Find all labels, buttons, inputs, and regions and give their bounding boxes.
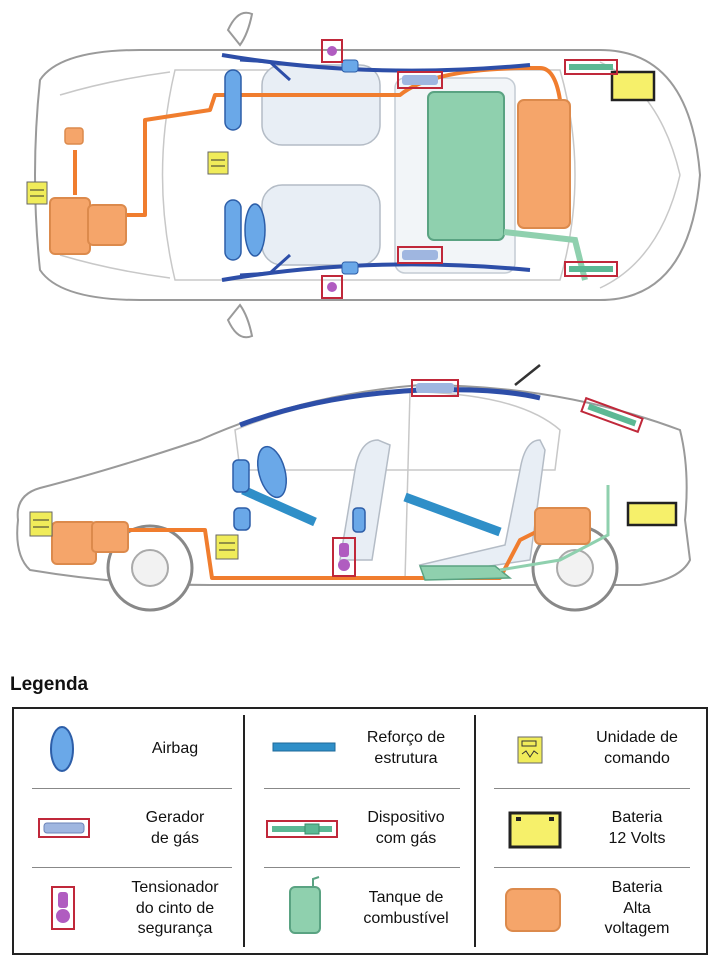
side-view-airbag-knee: [233, 507, 251, 531]
top-view-hv-battery-front-a: [49, 197, 91, 255]
top-view-gas-device-lower: [564, 261, 618, 277]
top-view-seatbelt-tensioner-right: [321, 275, 343, 299]
side-view-control-unit-center: [215, 534, 239, 560]
control-unit-icon: [517, 736, 543, 764]
side-view-rear-seat: [418, 439, 546, 576]
side-view-front-seat: [339, 439, 391, 561]
legend-label-gas-generator: Gerador de gás: [145, 809, 205, 847]
side-view-gas-device: [580, 396, 644, 434]
top-view-front-airbag: [244, 203, 266, 257]
side-view-airbag-seat: [352, 507, 366, 533]
top-view-pillar-left: [239, 58, 292, 82]
top-view-seatbelt-tensioner-left: [321, 39, 343, 63]
top-view-cabin-outline: [161, 69, 576, 281]
legend-label-gas-device: Dispositivo com gás: [367, 809, 445, 847]
legend-row-divider: [32, 788, 232, 789]
side-view-fuel-line: [499, 485, 610, 572]
legend-row-divider: [494, 867, 690, 868]
legend-label-control-unit: Unidade de comando: [596, 729, 678, 767]
legend-label-battery-high-voltage: Bateria Alta voltagem: [604, 878, 670, 938]
side-view-high-voltage-cable: [95, 528, 541, 580]
side-view-door-line: [404, 391, 411, 581]
gas-generator-icon: [38, 818, 90, 838]
top-view-curtain-anchor-left: [341, 59, 359, 73]
top-view-rear-line-a: [599, 61, 681, 176]
battery-high-voltage-icon: [505, 888, 561, 932]
side-view-car: [16, 364, 692, 612]
seatbelt-tensioner-icon: [51, 886, 75, 930]
front-seat-right: [261, 184, 381, 266]
legend-item-gas-device: Dispositivo com gás: [245, 789, 475, 869]
top-view-hood-line-b: [59, 254, 171, 279]
battery-12v-icon: [508, 811, 562, 849]
fuel-tank-icon: [289, 876, 321, 934]
side-view-airbag-dash: [232, 459, 250, 493]
side-view-airbag-steering: [257, 445, 287, 499]
airbag-icon: [50, 726, 74, 772]
side-view-control-unit-front: [29, 511, 53, 537]
side-view-reinforcement-rear: [403, 492, 502, 537]
top-view-gas-device-upper: [564, 59, 618, 75]
top-view-rear-line-b: [599, 174, 681, 289]
gas-device-icon: [266, 820, 338, 838]
top-view-side-airbag-right: [224, 199, 242, 261]
legend-row-divider: [32, 867, 232, 868]
legend-label-airbag: Airbag: [151, 739, 199, 757]
top-view-pillar-right: [239, 253, 292, 277]
side-view-fuel-tank: [418, 565, 513, 581]
top-view-side-airbag-left: [224, 69, 242, 131]
side-view-wheel-rear-hub: [556, 549, 594, 587]
legend-column-divider-1: [243, 715, 245, 947]
legend-item-airbag: Airbag: [14, 709, 244, 789]
legend-label-battery-12v: Bateria 12 Volts: [608, 809, 666, 847]
top-view-mirror-right: [226, 303, 254, 339]
legend-label-seatbelt-tensioner: Tensionador do cinto de segurança: [131, 878, 219, 938]
legend-item-battery-12v: Bateria 12 Volts: [476, 789, 706, 869]
top-view-control-unit-center: [207, 151, 229, 175]
front-seat-left: [261, 64, 381, 146]
top-view-hv-battery-front-b: [87, 204, 127, 246]
top-view-hood-line-a: [59, 71, 171, 96]
top-view-gas-generator-right: [397, 246, 443, 264]
legend-column-divider-2: [474, 715, 476, 947]
side-view-seatbelt-tensioner: [332, 537, 356, 577]
side-view-antenna: [514, 364, 541, 386]
side-view-hv-battery-front-b: [91, 521, 129, 553]
legend-title: Legenda: [10, 674, 89, 695]
top-view-hv-battery-rear: [517, 99, 571, 229]
top-view-12v-battery: [610, 70, 656, 102]
structural-reinforcement-icon: [272, 742, 336, 752]
side-view-hv-battery-rear: [534, 507, 591, 545]
legend-row-divider: [264, 788, 460, 789]
legend-label-structural-reinforcement: Reforço de estrutura: [366, 729, 446, 767]
legend-item-seatbelt-tensioner: Tensionador do cinto de segurança: [14, 869, 244, 949]
top-view-control-unit-front: [26, 181, 48, 205]
legend-label-fuel-tank: Tanque de combustível: [363, 889, 449, 927]
top-view-fuel-tank: [427, 91, 505, 241]
top-view-car: [34, 11, 702, 339]
legend-item-gas-generator: Gerador de gás: [14, 789, 244, 869]
top-view-curtain-anchor-right: [341, 261, 359, 275]
legend-row-divider: [264, 867, 460, 868]
legend-item-battery-high-voltage: Bateria Alta voltagem: [476, 869, 706, 949]
car-safety-diagram: [16, 11, 702, 612]
legend-item-control-unit: Unidade de comando: [476, 709, 706, 789]
legend-box: Airbag Gerador de gás Tensionador do cin…: [12, 707, 708, 955]
side-view-reinforcement-front: [241, 485, 317, 527]
side-view-12v-battery: [626, 501, 678, 527]
top-view-mirror-left: [226, 11, 254, 47]
top-view-gas-generator-left: [397, 71, 443, 89]
legend-item-fuel-tank: Tanque de combustível: [245, 869, 475, 949]
legend-item-structural-reinforcement: Reforço de estrutura: [245, 709, 475, 789]
side-view-wheel-front-hub: [131, 549, 169, 587]
side-view-hv-battery-front: [51, 521, 97, 565]
legend-row-divider: [494, 788, 690, 789]
side-view-gas-generator: [411, 379, 459, 397]
top-view-hv-junction: [64, 127, 84, 145]
